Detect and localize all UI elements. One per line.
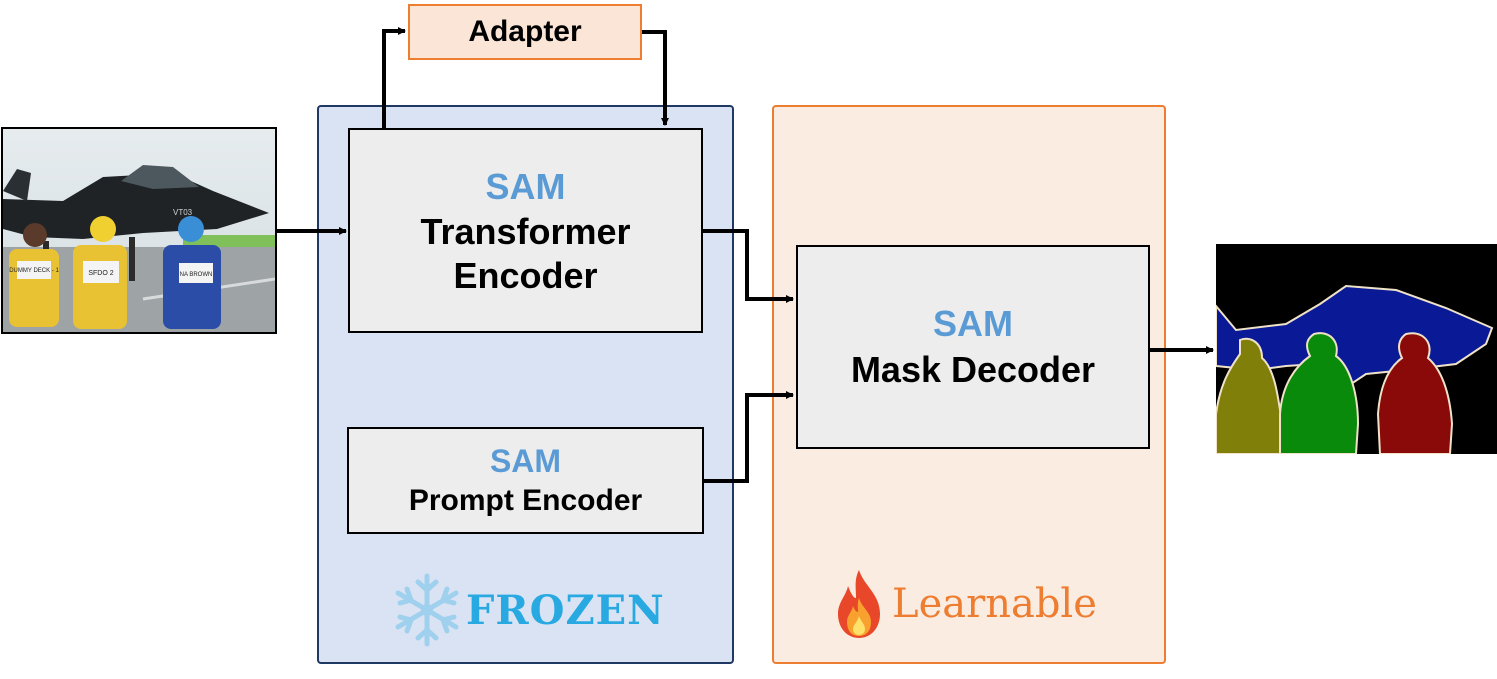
prompt-encoder-block: SAM Prompt Encoder — [347, 427, 704, 534]
arrow-encoder-to-decoder — [703, 229, 794, 303]
snowflake-icon — [395, 573, 459, 647]
arrow-encoder-to-adapter — [382, 27, 406, 128]
learnable-badge: Learnable — [834, 568, 1097, 640]
transformer-encoder-block: SAM Transformer Encoder — [348, 128, 703, 333]
arrow-adapter-to-encoder — [642, 30, 669, 126]
arrow-prompt-to-decoder — [704, 391, 794, 483]
transformer-encoder-line2: Encoder — [453, 254, 598, 296]
input-photo-illustration: VT03 DUMMY DECK - 1 SFDO 2 NA BROWN — [3, 129, 275, 332]
mask-decoder-line1: Mask Decoder — [850, 349, 1096, 390]
prompt-encoder-sam: SAM — [489, 442, 562, 479]
segmentation-illustration — [1216, 244, 1497, 454]
adapter-block: Adapter — [408, 4, 642, 60]
badge-text-2: SFDO 2 — [88, 270, 113, 277]
prompt-encoder-line1: Prompt Encoder — [408, 483, 643, 517]
transformer-encoder-line1: Transformer — [420, 210, 631, 252]
learnable-label: Learnable — [892, 581, 1097, 627]
tail-code: VT03 — [173, 208, 193, 217]
flame-icon — [838, 570, 880, 638]
input-image: VT03 DUMMY DECK - 1 SFDO 2 NA BROWN — [1, 127, 277, 334]
mask-decoder-block: SAM Mask Decoder — [796, 245, 1150, 449]
output-segmentation-mask — [1216, 244, 1497, 454]
badge-text-1: DUMMY DECK - 1 — [9, 268, 59, 274]
adapter-label: Adapter — [468, 15, 582, 48]
transformer-encoder-sam: SAM — [485, 165, 566, 207]
frozen-badge: FROZEN — [394, 572, 665, 648]
frozen-label: FROZEN — [466, 586, 665, 634]
mask-decoder-sam: SAM — [933, 303, 1013, 344]
badge-text-3: NA BROWN — [180, 272, 213, 278]
